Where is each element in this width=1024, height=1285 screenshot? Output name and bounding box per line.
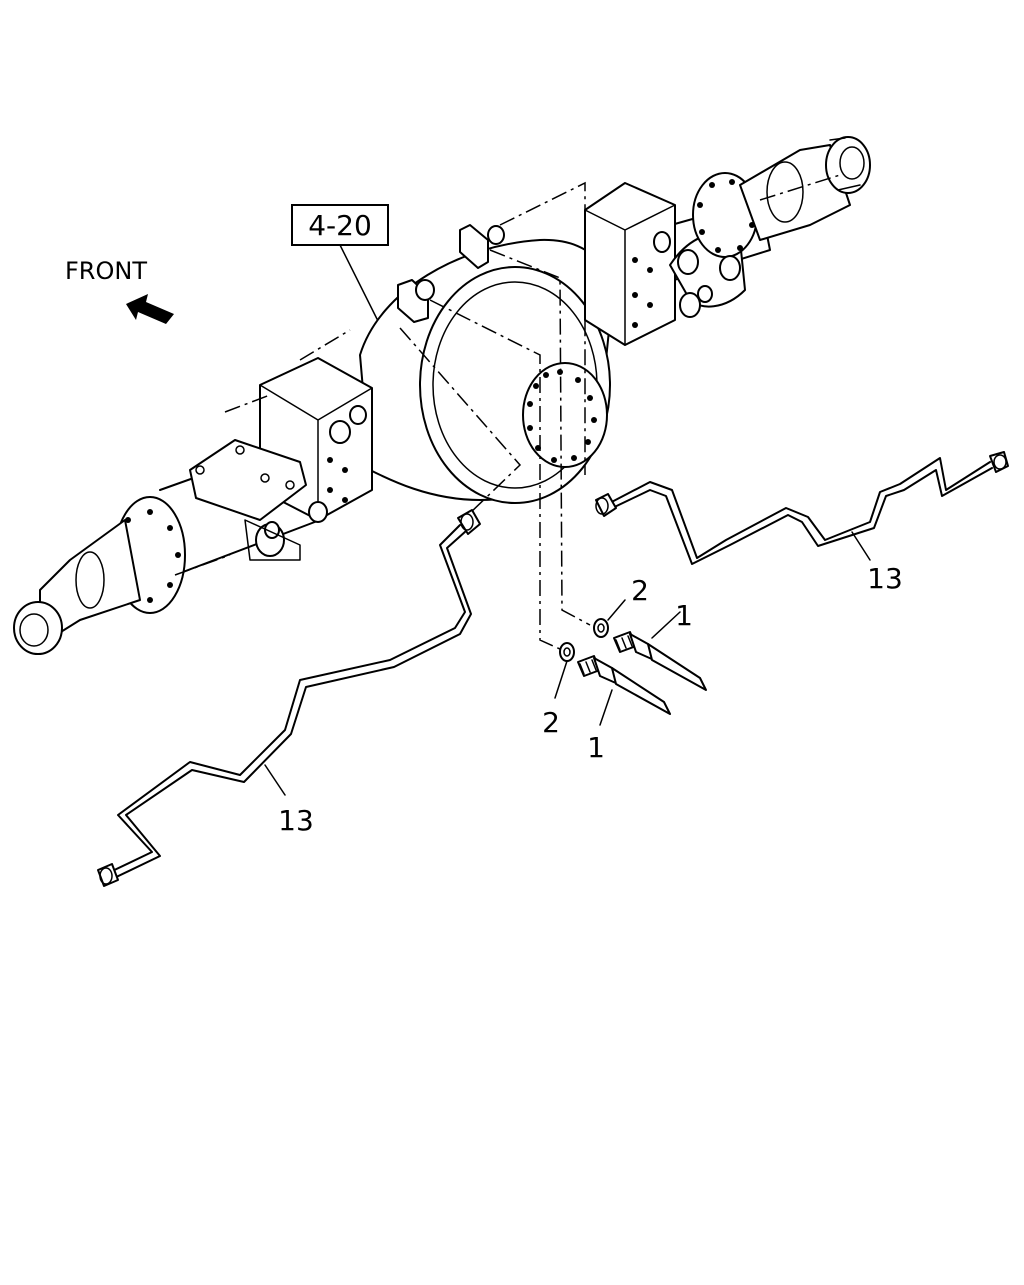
left-hose-bracket <box>397 279 435 323</box>
connector-lower-leader <box>599 689 613 726</box>
section-ref-leader <box>339 244 381 326</box>
brake-pipe-left <box>97 509 481 887</box>
section-ref-box: 4-20 <box>291 204 389 246</box>
callout-pipe-left: 13 <box>278 804 314 837</box>
front-label: FRONT <box>65 257 147 285</box>
callout-connector-lower: 1 <box>587 731 605 764</box>
callout-connector-upper: 1 <box>675 599 693 632</box>
callout-washer-lower: 2 <box>542 706 560 739</box>
pipe-right-leader <box>851 531 871 561</box>
washer-upper <box>593 618 609 638</box>
connector-lower <box>577 655 671 715</box>
center-lines <box>174 174 841 651</box>
callout-washer-upper: 2 <box>631 574 649 607</box>
left-spring-pad <box>189 439 307 561</box>
right-wheel-hub <box>669 136 871 318</box>
brake-pipe-right <box>595 451 1009 565</box>
right-spring-seat <box>584 182 676 346</box>
callout-pipe-right: 13 <box>867 562 903 595</box>
connector-upper-leader <box>651 611 681 639</box>
washer-lower-leader <box>554 660 568 699</box>
connector-upper <box>613 631 707 691</box>
right-hose-bracket <box>459 224 505 269</box>
left-wheel-hub <box>13 496 186 655</box>
section-ref-label: 4-20 <box>308 209 372 242</box>
front-arrow-icon <box>126 294 174 324</box>
pipe-left-leader <box>264 764 286 796</box>
washer-lower <box>559 642 575 662</box>
washer-upper-leader <box>607 599 626 621</box>
